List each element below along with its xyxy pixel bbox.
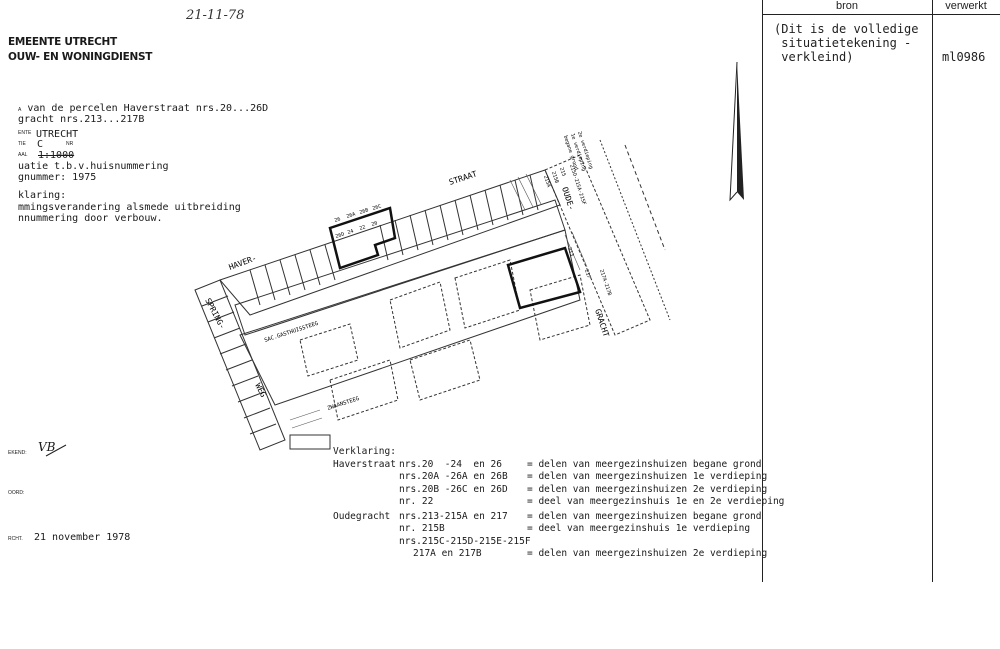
svg-text:22: 22 [359,224,367,232]
svg-text:215A: 215A [542,175,551,188]
nummer-line: gnummer: 1975 [18,172,97,183]
legend-row: nrs.20B -26C en 26D= delen van meergezin… [399,483,768,495]
svg-text:20: 20 [371,220,379,228]
register-header-rule [762,14,1000,15]
gemeente-value: UTRECHT [36,129,79,140]
subject-line-2: gracht nrs.213...217B [18,114,145,125]
north-arrow-icon [729,61,744,202]
label-gracht: GRACHT [593,308,611,338]
svg-text:26C: 26C [372,203,382,211]
svg-text:26D: 26D [335,231,345,239]
gemeente-label: ENTE [18,130,32,136]
verklaring-line-1: mmingsverandering alsmede uitbreiding [18,202,241,213]
oudegracht-block [544,154,651,336]
register-column-divider [932,0,933,582]
getekend-stroke [45,444,67,457]
legend-group-oudegracht: Oudegracht nrs.213-215A en 217= delen va… [333,511,784,561]
datum-value: 21 november 1978 [34,532,131,543]
column-header-bron: bron [835,0,859,12]
handwritten-date: 21-11-78 [186,8,245,23]
legend-title: Verklaring: [333,446,396,457]
register-left-border [762,0,763,582]
highlight-oudegracht [506,246,582,310]
legend-row: nr. 215B= deel van meergezinshuis 1e ver… [399,523,751,534]
house-number-labels: 26 26A 26B 26C 26D 24 22 20 [334,203,382,239]
getekend-initials: VB [38,440,56,454]
getekend-label: EKEND: [8,450,27,456]
building-row-2 [239,229,581,406]
legend-group-haverstraat: Haverstraat nrs.20 -24 en 26= delen van … [333,459,784,509]
legend-street: Oudegracht [333,510,391,522]
svg-text:26: 26 [334,216,342,224]
svg-text:26A: 26A [346,211,356,219]
verwerkt-entry: ml0986 [942,50,986,64]
springweg-parcels [201,295,277,435]
legend-row: nrs.20 -24 en 26= delen van meergezinshu… [399,458,762,470]
legend-row: nrs.213-215A en 217= delen van meergezin… [399,510,762,522]
verdieping-notes: 2e verdieping 1e verdieping begane grond [562,131,594,172]
highlight-haverstraat [328,206,397,270]
legend: Verklaring: Haverstraat nrs.20 -24 en 26… [333,446,784,561]
legend-row: nrs.215C-215D-215E-215F [399,535,531,547]
department-name: OUW- EN WONINGDIENST [8,51,153,63]
svg-text:215B: 215B [550,171,559,184]
building-row-1 [234,199,566,336]
canal-edge [599,139,671,321]
oude-number-labels: 215 215D-215A-215F 215B 215A 213 217 217… [542,164,612,297]
svg-text:217: 217 [583,269,591,279]
schaal-label: AAL [18,152,28,158]
nummer-label: NR [66,141,74,147]
label-straat: STRAAT [448,169,478,187]
canal-edge-2 [624,144,666,251]
legend-row: nrs.20A -26A en 26B= delen van meergezin… [399,471,768,482]
schaal-value: 1:1000 [38,150,75,161]
situation-map: HAVER- STRAAT SPRING- WEG OUDE- GRACHT S… [194,131,671,451]
label-weg: WEG [253,382,268,399]
label-oude: OUDE- [560,186,576,212]
legend-row: 217A en 217B= delen van meergezinshuizen… [413,548,768,559]
svg-text:26B: 26B [359,207,369,215]
label-spring: SPRING- [203,297,227,331]
legend-street: Haverstraat [333,458,396,470]
svg-text:217A-217B: 217A-217B [598,269,612,297]
column-header-verwerkt: verwerkt [945,0,987,12]
interior-outlines [299,259,591,421]
sectie-label: TIE [18,141,26,147]
legend-row: nr. 22= deel van meergezinshuis 1e en 2e… [399,496,785,507]
small-block [289,434,331,450]
sectie-value: C [37,139,44,150]
parcel-lines [249,174,539,306]
verklaring-line-2: nnummering door verbouw. [18,213,163,224]
situatie-line: uatie t.b.v.huisnummering [18,161,169,172]
hatching [289,173,588,429]
svg-text:213: 213 [566,247,574,257]
verklaring-label: klaring: [18,190,67,201]
springweg-block [194,279,286,451]
label-zwaansteeg: ZWAANSTEEG [327,396,360,412]
svg-text:215: 215 [558,167,566,177]
datum-label: RCHT. [8,536,23,542]
municipality-name: EMEENTE UTRECHT [8,36,117,48]
bron-entry: (Dit is de volledige situatietekening - … [774,22,919,64]
akkoord-label: OORD: [8,490,25,496]
svg-text:24: 24 [347,228,355,236]
